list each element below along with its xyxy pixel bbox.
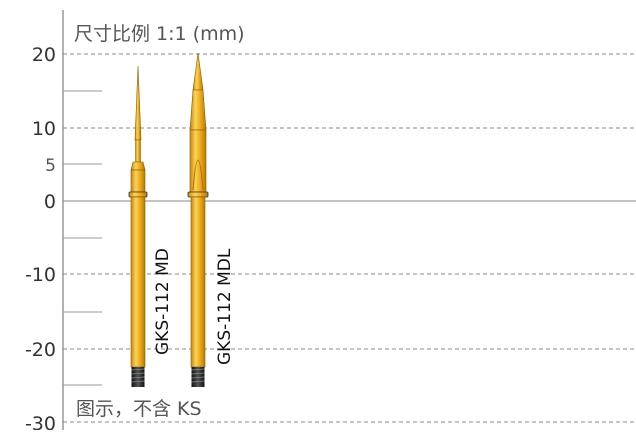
- probe-gks-112-md: GKS-112 MD: [128, 65, 173, 387]
- tick-label-minus-30: -30: [25, 413, 56, 430]
- probe-label-md: GKS-112 MD: [153, 248, 173, 355]
- tick-label-minus-10: -10: [25, 264, 56, 286]
- tick-label-5: 5: [45, 156, 56, 176]
- probe-gks-112-mdl: GKS-112 MDL: [187, 52, 235, 387]
- tick-label-20: 20: [32, 44, 56, 66]
- minor-ticks: [63, 90, 102, 386]
- tick-label-10: 10: [32, 118, 56, 140]
- probe-label-mdl: GKS-112 MDL: [215, 248, 235, 365]
- gridlines: [63, 53, 636, 423]
- diagram-title: 尺寸比例 1:1 (mm): [74, 23, 245, 45]
- tick-label-minus-20: -20: [25, 339, 56, 361]
- tick-label-0: 0: [44, 191, 56, 213]
- diagram-footnote: 图示，不含 KS: [76, 398, 202, 420]
